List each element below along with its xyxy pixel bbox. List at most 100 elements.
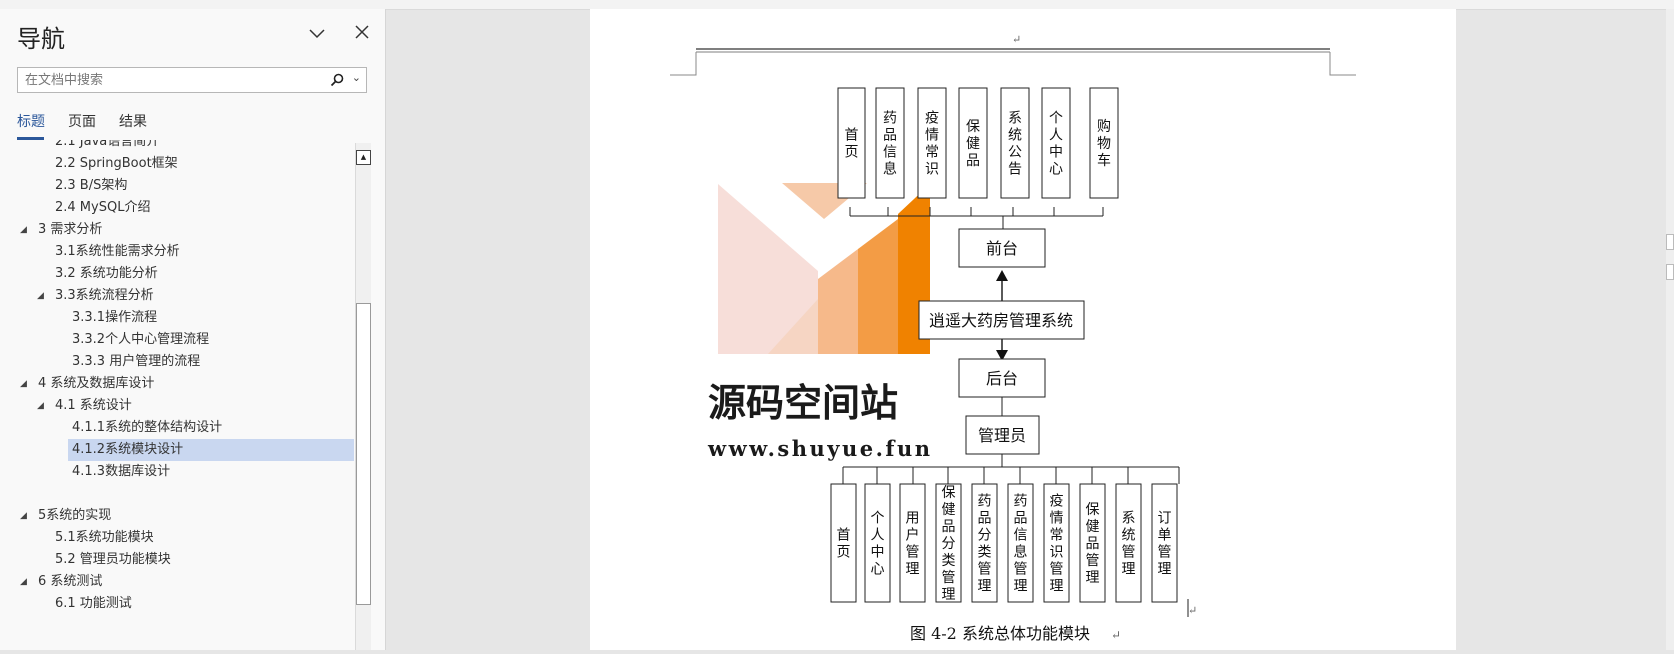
watermark-url: www.shuyue.fun bbox=[707, 436, 933, 461]
module-box bbox=[971, 483, 998, 603]
module-box bbox=[1151, 483, 1178, 603]
center-node-box bbox=[918, 300, 1085, 340]
search-input[interactable] bbox=[18, 68, 325, 92]
module-box bbox=[1079, 483, 1106, 603]
module-label: 系统管理 bbox=[1122, 511, 1136, 578]
module-label: 疫情常识 bbox=[925, 111, 939, 178]
scroll-marker[interactable] bbox=[1666, 234, 1674, 250]
tree-item[interactable]: 3.3系统流程分析 bbox=[55, 288, 154, 303]
module-diagram: ↵ 源码空间站 www.shuyue.fun 首页 药品信息 疫情常识 保健品 系统公告… bbox=[670, 33, 1356, 643]
scroll-up-arrow-icon[interactable]: ▲ bbox=[356, 150, 371, 165]
tree-item[interactable]: 4.1.3数据库设计 bbox=[72, 464, 171, 479]
collapse-triangle-icon[interactable]: ◢ bbox=[37, 401, 44, 411]
module-label: 保健品管理 bbox=[1086, 502, 1100, 586]
module-box bbox=[1043, 483, 1070, 603]
module-box bbox=[935, 483, 962, 603]
tab-headings[interactable]: 标题 bbox=[17, 114, 45, 130]
module-box bbox=[1089, 87, 1119, 199]
document-page: ↵ 源码空间站 www.shuyue.fun 首页 药品信息 疫情常识 保健品 系统公告… bbox=[590, 9, 1456, 650]
module-label: 药品信息 bbox=[883, 111, 897, 178]
watermark-logo bbox=[718, 183, 930, 354]
module-label: 保健品 bbox=[966, 119, 980, 169]
module-box bbox=[875, 87, 905, 199]
tree-item[interactable]: 4.1 系统设计 bbox=[55, 398, 132, 413]
module-box bbox=[899, 483, 926, 603]
module-box bbox=[837, 87, 866, 199]
front-node-box bbox=[958, 228, 1046, 268]
front-connectors bbox=[849, 207, 1104, 229]
collapse-triangle-icon[interactable]: ◢ bbox=[20, 511, 27, 521]
admin-connectors bbox=[842, 454, 1180, 484]
module-label: 个人中心 bbox=[871, 511, 885, 578]
module-label: 订单管理 bbox=[1158, 511, 1172, 578]
tree-item[interactable]: 5.2 管理员功能模块 bbox=[55, 552, 171, 567]
heading-tree: 2.1 Java语言简介 2.2 SpringBoot框架 2.3 B/S架构 … bbox=[0, 140, 355, 650]
module-label: 药品信息管理 bbox=[1014, 494, 1028, 595]
tree-item-selected[interactable]: 4.1.2系统模块设计 bbox=[68, 439, 354, 461]
module-box bbox=[958, 87, 988, 199]
collapse-triangle-icon[interactable]: ◢ bbox=[20, 379, 27, 389]
module-box bbox=[917, 87, 947, 199]
watermark-title: 源码空间站 bbox=[708, 380, 898, 425]
collapse-triangle-icon[interactable]: ◢ bbox=[20, 577, 27, 587]
scrollbar-thumb[interactable] bbox=[356, 303, 371, 605]
paragraph-mark: ↵ bbox=[1012, 33, 1021, 46]
tree-item[interactable]: 5系统的实现 bbox=[38, 508, 112, 523]
module-label: 药品分类管理 bbox=[978, 494, 992, 595]
arrow-up-head bbox=[996, 270, 1008, 281]
module-box bbox=[1000, 87, 1030, 199]
tree-item[interactable]: 3.1系统性能需求分析 bbox=[55, 244, 180, 259]
nav-options-chevron-icon[interactable] bbox=[306, 23, 328, 45]
paragraph-mark: ↵ bbox=[1188, 604, 1197, 617]
scroll-marker[interactable] bbox=[1666, 264, 1674, 280]
tab-results[interactable]: 结果 bbox=[119, 114, 147, 130]
navigation-pane: 导航 ⌄ 标题 页面 结果 2.1 Java语言简介 2.2 SpringBoo… bbox=[0, 9, 386, 650]
arrow-down-head bbox=[996, 350, 1008, 361]
tab-pages[interactable]: 页面 bbox=[68, 114, 96, 130]
search-box: ⌄ bbox=[17, 67, 367, 93]
tree-item[interactable]: 3 需求分析 bbox=[38, 222, 103, 237]
nav-scrollbar[interactable]: ▲ bbox=[355, 143, 371, 650]
tree-item[interactable]: 3.3.1操作流程 bbox=[72, 310, 158, 325]
module-label: 系统公告 bbox=[1008, 111, 1022, 178]
tree-item[interactable]: 3.3.2个人中心管理流程 bbox=[72, 332, 210, 347]
search-icon[interactable] bbox=[330, 72, 346, 88]
module-box bbox=[1041, 87, 1071, 199]
module-label: 用户管理 bbox=[906, 511, 920, 578]
module-label: 疫情常识管理 bbox=[1050, 494, 1064, 595]
back-node-label: 后台 bbox=[986, 369, 1018, 388]
tree-item[interactable]: 4 系统及数据库设计 bbox=[38, 376, 155, 391]
tree-item[interactable]: 4.1.1系统的整体结构设计 bbox=[72, 420, 223, 435]
module-box bbox=[1007, 483, 1034, 603]
module-box bbox=[864, 483, 891, 603]
module-label: 首页 bbox=[845, 128, 859, 161]
paragraph-mark: ↵ bbox=[1111, 628, 1121, 642]
tree-item[interactable]: 6.1 功能测试 bbox=[55, 596, 132, 611]
tree-item[interactable]: 2.2 SpringBoot框架 bbox=[55, 156, 178, 171]
search-options-chevron-icon[interactable]: ⌄ bbox=[351, 71, 361, 84]
module-label: 保健品分类管理 bbox=[942, 485, 956, 603]
active-tab-indicator bbox=[17, 137, 44, 140]
tree-item[interactable]: 2.1 Java语言简介 bbox=[55, 140, 160, 149]
tree-item[interactable]: 3.3.3 用户管理的流程 bbox=[72, 354, 201, 369]
tree-item[interactable]: 2.3 B/S架构 bbox=[55, 178, 128, 193]
admin-node-box bbox=[965, 415, 1040, 455]
tree-item[interactable]: 3.2 系统功能分析 bbox=[55, 266, 158, 281]
front-node-label: 前台 bbox=[986, 239, 1018, 258]
center-node-label: 逍遥大药房管理系统 bbox=[929, 311, 1073, 330]
module-box bbox=[1115, 483, 1142, 603]
module-label: 个人中心 bbox=[1049, 111, 1063, 178]
admin-node-label: 管理员 bbox=[978, 426, 1026, 445]
tree-item[interactable]: 2.4 MySQL介绍 bbox=[55, 200, 151, 215]
back-node-box bbox=[958, 358, 1046, 398]
nav-title: 导航 bbox=[17, 25, 65, 53]
document-scrollbar[interactable] bbox=[1666, 9, 1674, 650]
tree-item[interactable]: 5.1系统功能模块 bbox=[55, 530, 154, 545]
module-label: 首页 bbox=[837, 528, 851, 561]
collapse-triangle-icon[interactable]: ◢ bbox=[20, 225, 27, 235]
tree-item[interactable]: 6 系统测试 bbox=[38, 574, 103, 589]
module-box bbox=[830, 483, 857, 603]
module-label: 购物车 bbox=[1097, 119, 1111, 169]
collapse-triangle-icon[interactable]: ◢ bbox=[37, 291, 44, 301]
close-icon[interactable] bbox=[351, 23, 373, 45]
